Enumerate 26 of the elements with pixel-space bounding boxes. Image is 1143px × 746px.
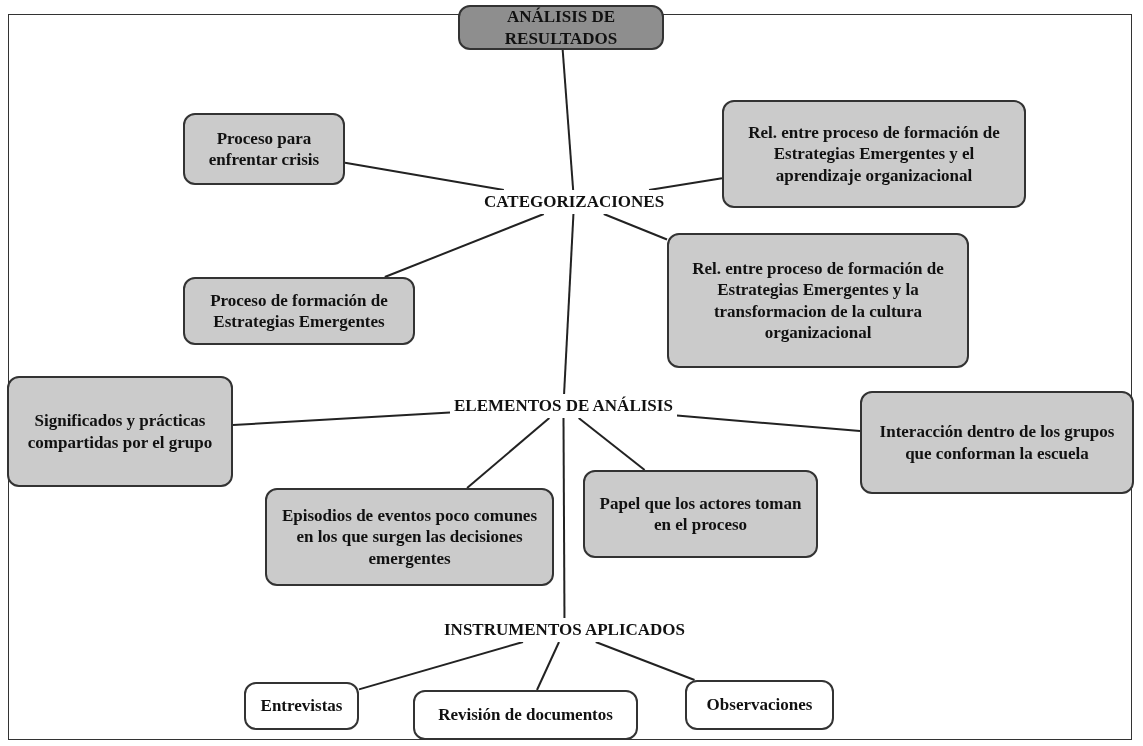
- title-box: ANÁLISIS DE RESULTADOS: [458, 5, 664, 50]
- connector-line: [577, 417, 646, 471]
- connector-line: [675, 414, 861, 432]
- connector-line: [383, 213, 545, 278]
- concept-box: Rel. entre proceso de formación de Estrategias Emergentes y el aprendizaje organizacional: [722, 100, 1026, 208]
- concept-box: Revisión de documentos: [413, 690, 638, 740]
- concept-box: Entrevistas: [244, 682, 359, 730]
- concept-box: Significados y prácticas compartidas por el grupo: [7, 376, 233, 487]
- concept-box: Episodios de eventos poco comunes en los que surgen las decisiones emergentes: [265, 488, 554, 586]
- connector-line: [358, 641, 524, 691]
- concept-box: Proceso para enfrentar crisis: [183, 113, 345, 185]
- connector-line: [232, 411, 451, 426]
- connector-line: [561, 49, 575, 191]
- concept-box: Interacción dentro de los grupos que conforman la escuela: [860, 391, 1134, 494]
- connector-line: [536, 641, 560, 691]
- connector-line: [466, 417, 551, 489]
- connector-line: [562, 417, 566, 619]
- connector-line: [602, 213, 668, 241]
- connector-line: [648, 177, 723, 191]
- concept-box: Papel que los actores toman en el proceso: [583, 470, 818, 558]
- connector-line: [594, 641, 696, 681]
- concept-box: Proceso de formación de Estrategias Emergentes: [183, 277, 415, 345]
- concept-box: Rel. entre proceso de formación de Estrategias Emergentes y la transformacion de la cultura organizacional: [667, 233, 969, 368]
- concept-box: Observaciones: [685, 680, 834, 730]
- connector-line: [563, 213, 575, 395]
- connector-line: [344, 161, 505, 191]
